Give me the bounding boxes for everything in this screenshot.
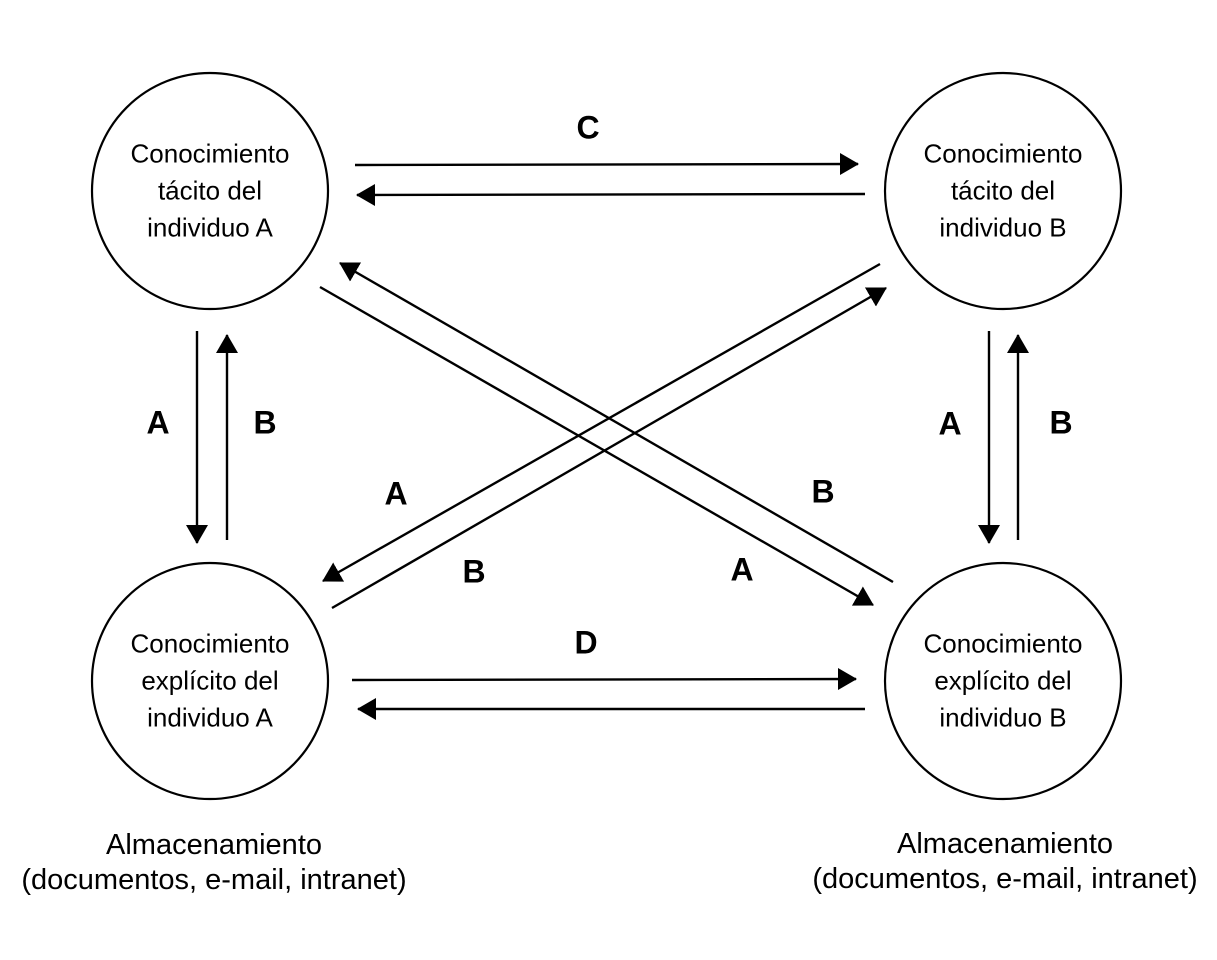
caption-line: (documentos, e-mail, intranet) (812, 863, 1198, 895)
node-label-line: Conocimiento (923, 138, 1083, 169)
caption-line: Almacenamiento (897, 828, 1113, 860)
node-label-line: explícito del (141, 665, 279, 696)
edge-label-b-left: B (253, 404, 277, 441)
edge-label-a-diag-left: A (384, 475, 408, 512)
node-tacito-b: Conocimiento tácito del individuo B (924, 136, 1083, 247)
edge-label-a-diag-right: A (730, 551, 754, 588)
node-label-line: explícito del (934, 665, 1072, 696)
arrow-tacit-b-to-explicit-a (322, 262, 881, 583)
node-circle-tacito-b (883, 71, 1123, 311)
node-label-line: tácito del (950, 175, 1056, 206)
node-label-line: Conocimiento (130, 138, 290, 169)
node-label-line: individuo A (147, 702, 273, 733)
edge-label-b-diag-left: B (462, 553, 486, 590)
edge-label-a-right: A (938, 405, 962, 442)
arrow-tacit-a-to-tacit-b (354, 153, 859, 176)
caption-almacenamiento-b: Almacenamiento (documentos, e-mail, intr… (812, 827, 1197, 897)
node-tacito-a: Conocimiento tácito del individuo A (131, 136, 290, 247)
edge-label-a-left: A (146, 404, 170, 441)
caption-almacenamiento-a: Almacenamiento (documentos, e-mail, intr… (21, 828, 406, 898)
node-label-line: individuo B (939, 702, 1067, 733)
caption-line: Almacenamiento (106, 829, 322, 861)
arrow-explicit-a-to-explicit-b (351, 668, 857, 691)
node-circle-explicito-a (90, 561, 330, 801)
node-explicito-b: Conocimiento explícito del individuo B (924, 626, 1083, 737)
node-label-line: tácito del (157, 175, 263, 206)
node-circle-tacito-a (90, 71, 330, 311)
node-label-line: Conocimiento (923, 628, 1083, 659)
arrow-explicit-a-to-tacit-b (331, 286, 887, 610)
arrow-tacit-b-to-tacit-a (356, 183, 866, 206)
edge-label-b-right: B (1049, 404, 1073, 441)
caption-line: (documentos, e-mail, intranet) (21, 864, 407, 896)
node-circle-explicito-b (883, 561, 1123, 801)
node-explicito-a: Conocimiento explícito del individuo A (131, 626, 290, 737)
edge-label-c: C (576, 109, 600, 146)
node-label-line: individuo A (147, 212, 273, 243)
node-label-line: Conocimiento (130, 628, 290, 659)
node-label-line: individuo B (939, 212, 1067, 243)
edge-label-d: D (574, 624, 598, 661)
edge-label-b-diag-right: B (811, 473, 835, 510)
arrow-explicit-b-to-tacit-a (339, 261, 894, 584)
arrow-tacit-a-to-explicit-b (319, 285, 874, 607)
